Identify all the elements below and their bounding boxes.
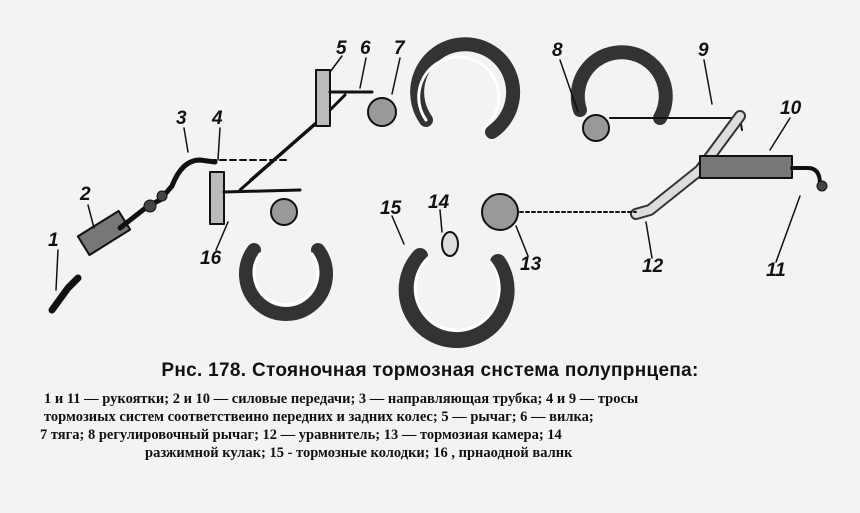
caption-line: разжимной кулак; 15 - тормозные колодки;… bbox=[145, 445, 573, 461]
handle-assembly bbox=[48, 157, 218, 314]
label-3: 3 bbox=[176, 108, 187, 129]
brake-shoe-rear-lower bbox=[398, 193, 519, 349]
caption-line: 7 тяга; 8 регулировочный рычаг; 12 — ура… bbox=[40, 427, 562, 443]
label-5: 5 bbox=[336, 38, 347, 59]
parking-brake-diagram: 1 2 3 4 5 6 7 8 9 10 11 12 13 14 15 16 bbox=[48, 37, 828, 349]
label-16: 16 bbox=[200, 248, 222, 269]
brake-shoe-front-lower bbox=[239, 198, 333, 321]
label-7: 7 bbox=[394, 38, 406, 59]
label-12: 12 bbox=[642, 256, 664, 277]
brake-shoe-front-upper bbox=[367, 37, 521, 139]
label-6: 6 bbox=[360, 38, 371, 59]
figure-title: Рнс. 178. Стояночная тормозная снстема п… bbox=[161, 360, 699, 381]
caption-line: 1 и 11 — рукоятки; 2 и 10 — силовые пере… bbox=[44, 391, 639, 407]
label-8: 8 bbox=[552, 40, 563, 61]
label-4: 4 bbox=[211, 108, 223, 129]
label-1: 1 bbox=[48, 230, 59, 251]
label-15: 15 bbox=[380, 198, 402, 219]
label-9: 9 bbox=[698, 40, 709, 61]
caption-line: тормозиых систем соответствеино передних… bbox=[44, 409, 594, 425]
label-11: 11 bbox=[766, 260, 786, 281]
brake-shoe-rear-upper bbox=[570, 45, 673, 142]
label-2: 2 bbox=[79, 184, 91, 205]
label-14: 14 bbox=[428, 192, 450, 213]
leader-lines bbox=[55, 55, 801, 291]
lever-bracket bbox=[209, 69, 374, 225]
rear-cable-and-drive bbox=[519, 110, 828, 220]
label-10: 10 bbox=[780, 98, 802, 119]
label-13: 13 bbox=[520, 254, 542, 275]
